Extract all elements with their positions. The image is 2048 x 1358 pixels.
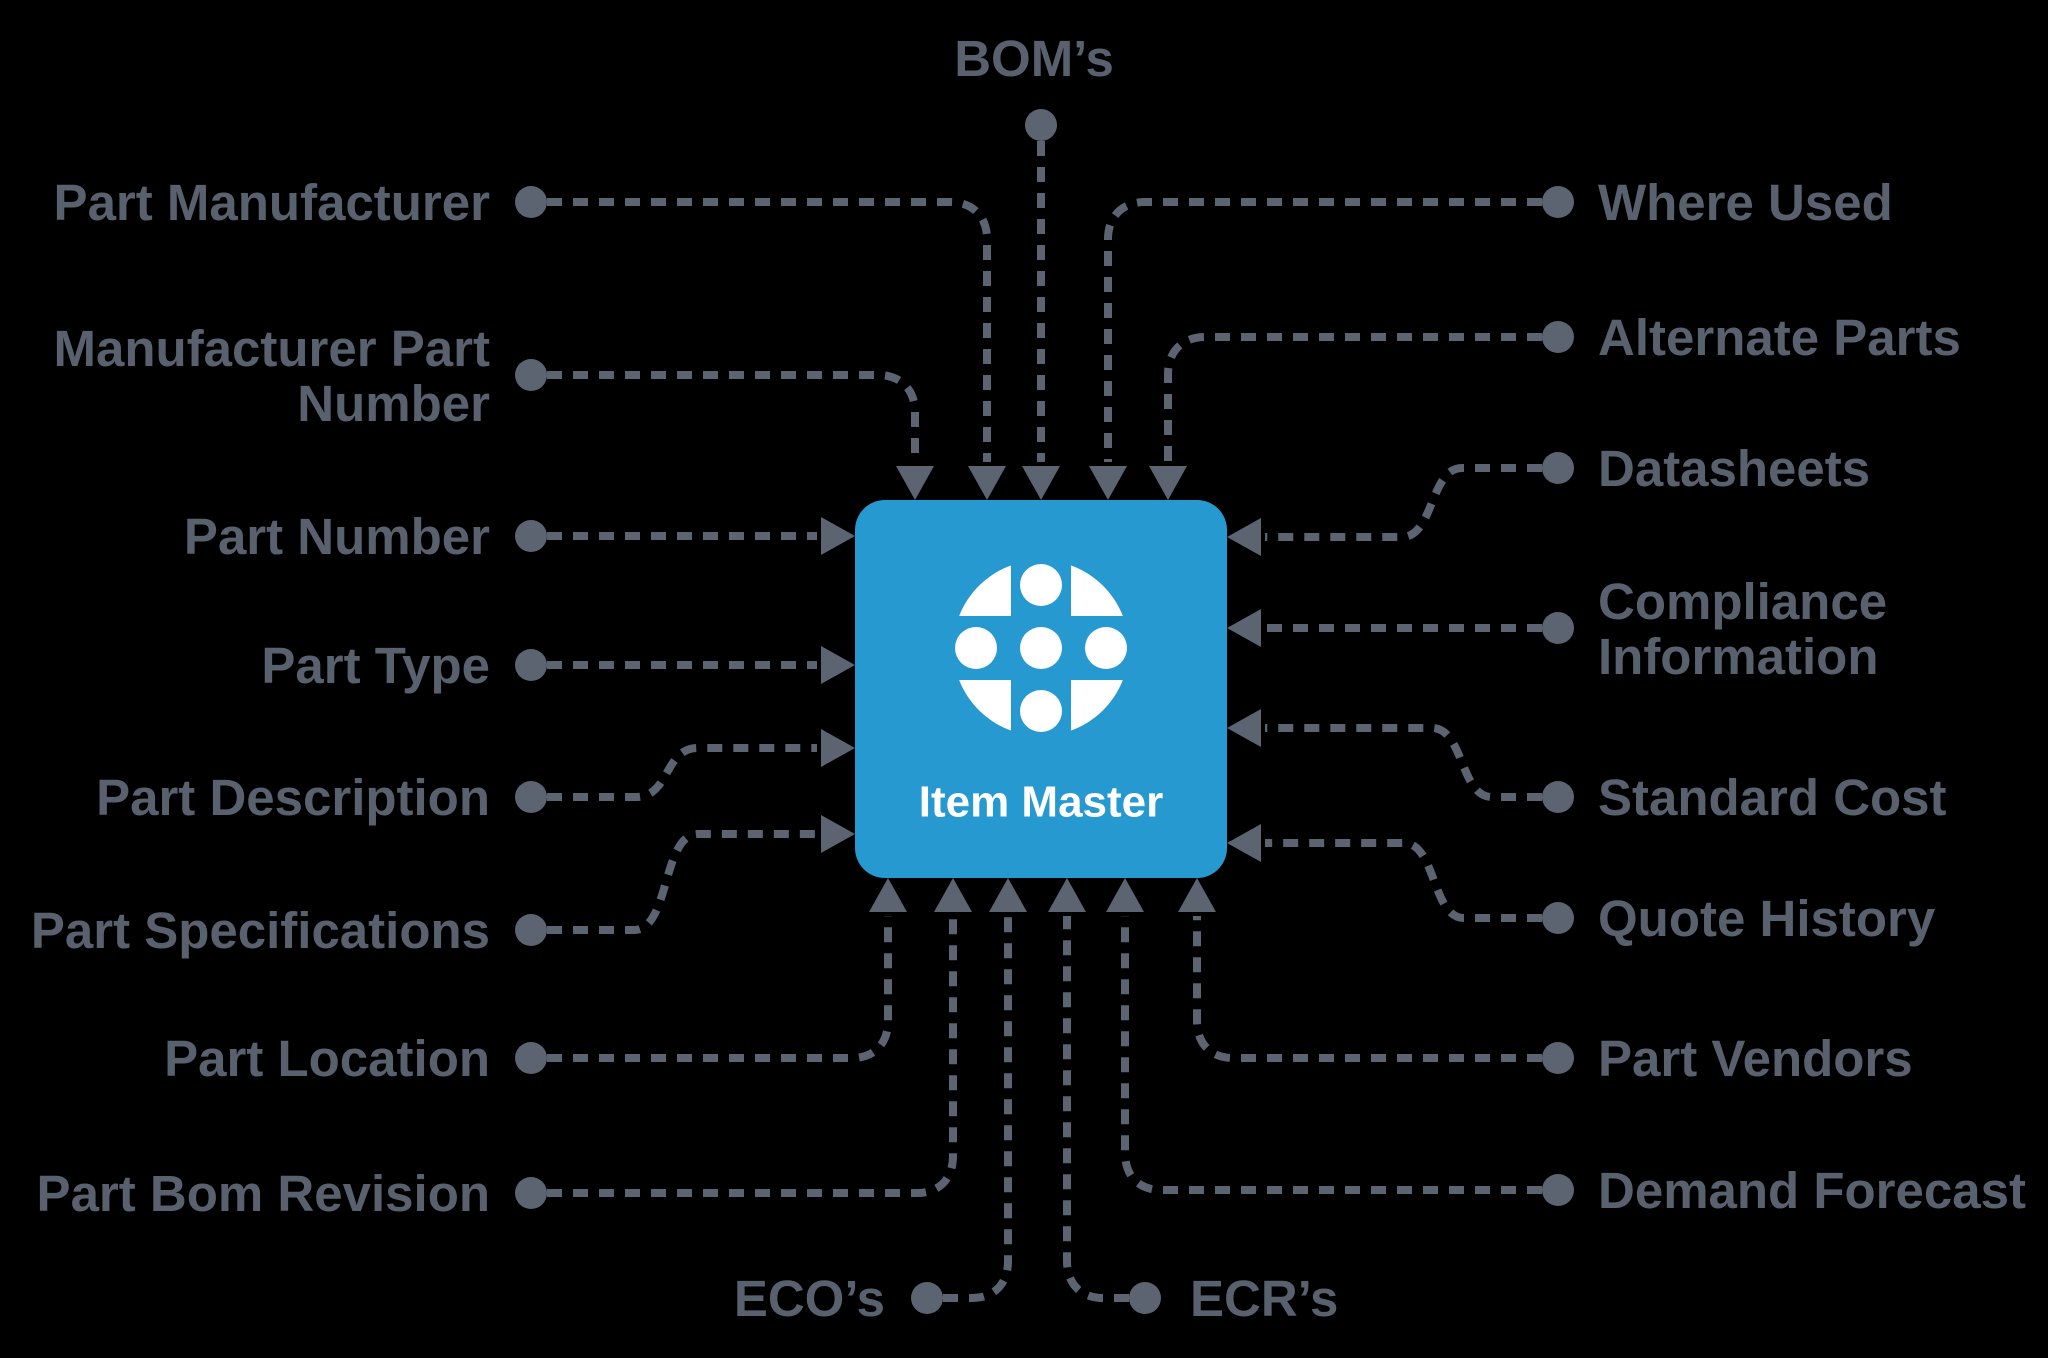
item-master-box: Item Master [855, 500, 1227, 878]
part-number-label: Part Number [184, 508, 490, 565]
node-part-number: Part Number [184, 508, 855, 565]
connector-dot [515, 914, 547, 946]
manufacturer-part-number-label-line1: Manufacturer Part [54, 320, 490, 377]
node-standard-cost: Standard Cost [1227, 709, 1947, 826]
manufacturer-part-number-label-line2: Number [297, 375, 490, 432]
connector-dot [1542, 612, 1574, 644]
part-bom-revision-label: Part Bom Revision [37, 1165, 490, 1222]
connector-dot [911, 1282, 943, 1314]
connector-line [1265, 724, 1542, 801]
arrowhead-icon [896, 466, 934, 500]
connector-dot [515, 781, 547, 813]
connector-dot [515, 520, 547, 552]
arrowhead-icon [1227, 518, 1261, 556]
connector-line [547, 198, 991, 462]
connector-line [1063, 916, 1129, 1302]
node-manufacturer-part-number: Manufacturer Part Number [54, 320, 934, 500]
where-used-label: Where Used [1598, 174, 1893, 231]
connector-line [547, 830, 817, 934]
node-part-vendors: Part Vendors [1178, 878, 1913, 1087]
arrowhead-icon [821, 517, 855, 555]
connector-dot [1542, 1174, 1574, 1206]
connector-dot [1542, 321, 1574, 353]
part-location-label: Part Location [164, 1030, 490, 1087]
connector-line [547, 916, 892, 1062]
connector-dot [1025, 109, 1057, 141]
arrowhead-icon [934, 878, 972, 912]
item-master-label: Item Master [919, 777, 1164, 826]
node-part-description: Part Description [96, 729, 855, 826]
node-demand-forecast: Demand Forecast [1106, 878, 2026, 1219]
ecrs-label: ECR’s [1190, 1270, 1338, 1327]
arrowhead-icon [968, 466, 1006, 500]
node-part-bom-revision: Part Bom Revision [37, 878, 972, 1222]
arrowhead-icon [1227, 609, 1261, 647]
connector-line [1104, 198, 1542, 462]
connector-dot [1542, 186, 1574, 218]
node-part-location: Part Location [164, 878, 907, 1087]
node-alternate-parts: Alternate Parts [1149, 309, 1961, 500]
arrowhead-icon [1089, 466, 1127, 500]
connector-dot [1542, 781, 1574, 813]
part-type-label: Part Type [261, 637, 490, 694]
compliance-information-label-line1: Compliance [1598, 573, 1887, 630]
node-ecrs: ECR’s [1048, 878, 1338, 1327]
connector-line [1164, 333, 1542, 462]
arrowhead-icon [821, 815, 855, 853]
arrowhead-icon [1022, 466, 1060, 500]
arrowhead-icon [1227, 709, 1261, 747]
dot-globe-icon [953, 560, 1129, 736]
arrowhead-icon [869, 878, 907, 912]
connector-line [943, 916, 1012, 1302]
ecos-label: ECO’s [734, 1270, 885, 1327]
arrowhead-icon [1149, 466, 1187, 500]
part-manufacturer-label: Part Manufacturer [54, 174, 491, 231]
connector-line [547, 371, 919, 462]
node-ecos: ECO’s [734, 878, 1027, 1327]
quote-history-label: Quote History [1598, 890, 1936, 947]
part-specifications-label: Part Specifications [31, 902, 490, 959]
connector-dot [515, 649, 547, 681]
compliance-information-label-line2: Information [1598, 628, 1878, 685]
arrowhead-icon [989, 878, 1027, 912]
connector-line [1265, 839, 1542, 922]
connector-dot [515, 1177, 547, 1209]
boms-label: BOM’s [954, 30, 1114, 87]
node-part-type: Part Type [261, 637, 855, 694]
connector-dot [1542, 452, 1574, 484]
part-vendors-label: Part Vendors [1598, 1030, 1913, 1087]
node-compliance-information: Compliance Information [1227, 573, 1887, 685]
connector-dot [1129, 1282, 1161, 1314]
standard-cost-label: Standard Cost [1598, 769, 1947, 826]
arrowhead-icon [1048, 878, 1086, 912]
arrowhead-icon [1227, 824, 1261, 862]
node-quote-history: Quote History [1227, 824, 1936, 947]
datasheets-label: Datasheets [1598, 440, 1870, 497]
node-where-used: Where Used [1089, 174, 1893, 500]
node-datasheets: Datasheets [1227, 440, 1870, 556]
arrowhead-icon [821, 646, 855, 684]
connector-line [1121, 916, 1542, 1194]
connector-line [547, 744, 817, 801]
connector-dot [1542, 1042, 1574, 1074]
demand-forecast-label: Demand Forecast [1598, 1162, 2026, 1219]
node-boms: BOM’s [954, 30, 1114, 500]
connector-line [1193, 916, 1542, 1062]
node-part-manufacturer: Part Manufacturer [54, 174, 1006, 500]
part-description-label: Part Description [96, 769, 490, 826]
connector-dot [1542, 902, 1574, 934]
alternate-parts-label: Alternate Parts [1598, 309, 1961, 366]
arrowhead-icon [1106, 878, 1144, 912]
connector-dot [515, 359, 547, 391]
connector-line [547, 916, 957, 1197]
arrowhead-icon [1178, 878, 1216, 912]
connector-dot [515, 186, 547, 218]
connector-dot [515, 1042, 547, 1074]
connector-line [1265, 464, 1542, 541]
arrowhead-icon [821, 729, 855, 767]
node-part-specifications: Part Specifications [31, 815, 855, 959]
